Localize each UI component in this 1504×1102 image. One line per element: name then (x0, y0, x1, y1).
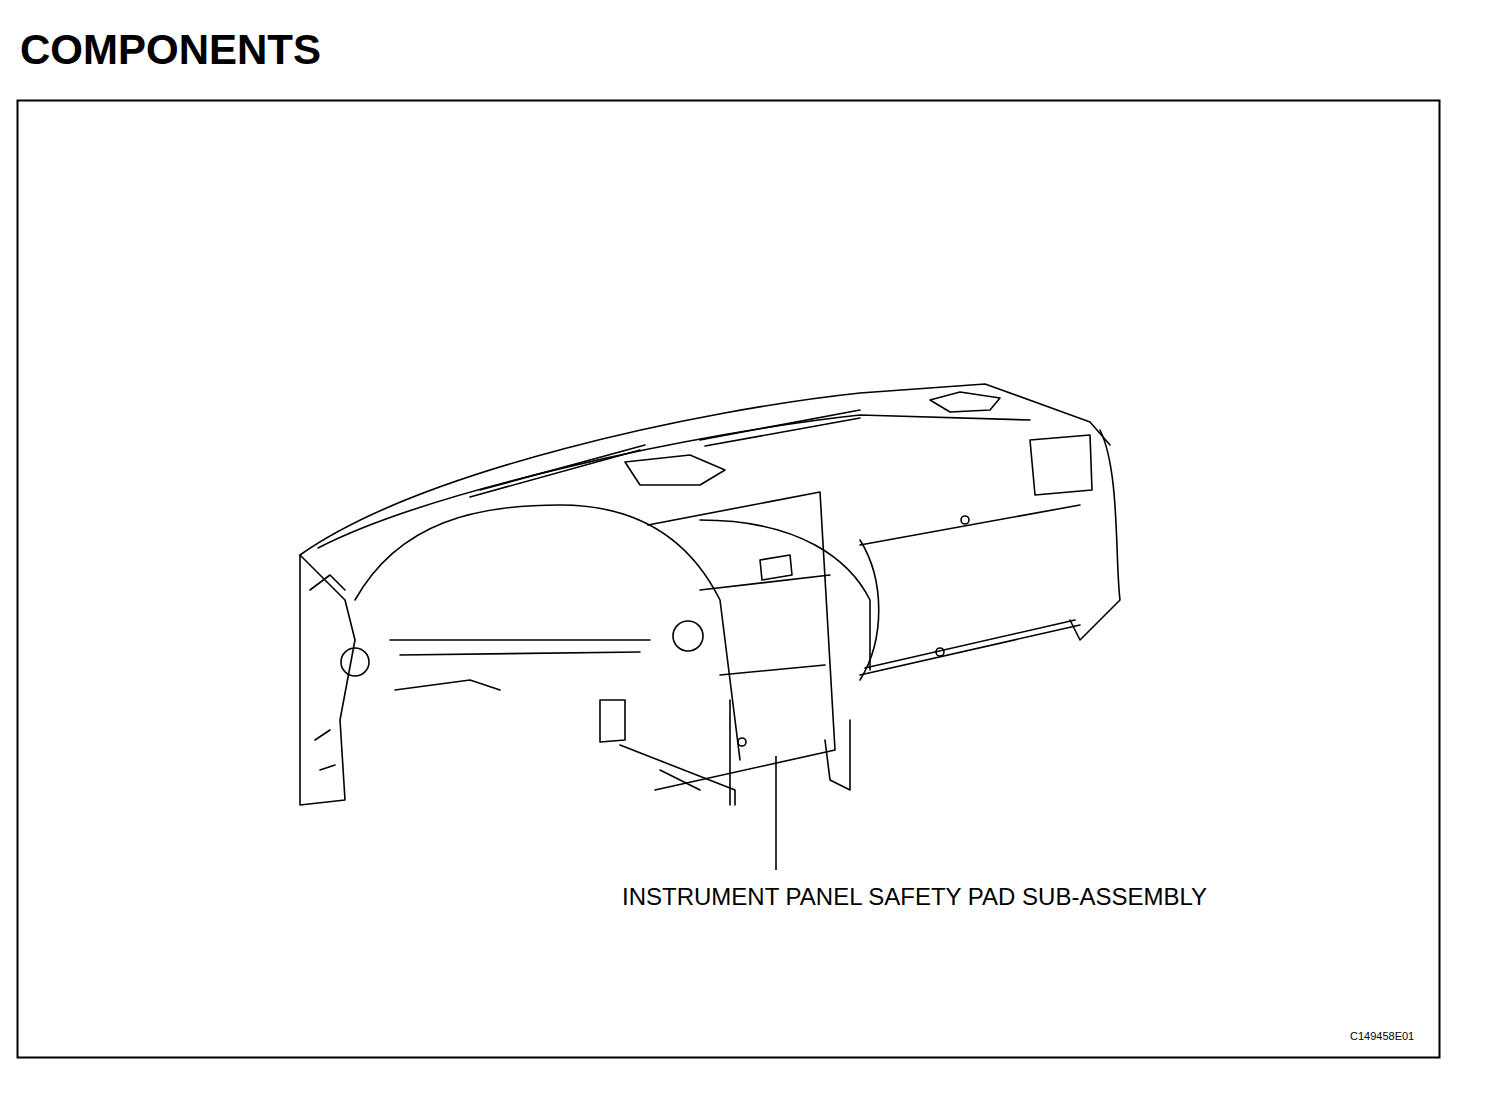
frame (18, 101, 1440, 1058)
diagram-title: COMPONENTS (20, 26, 321, 74)
part-name: INSTRUMENT PANEL SAFETY PAD SUB-ASSEMBLY (622, 883, 1207, 911)
instrument-panel (300, 384, 1120, 805)
leader-line (775, 756, 777, 870)
figure-code: C149458E01 (1350, 1030, 1414, 1042)
